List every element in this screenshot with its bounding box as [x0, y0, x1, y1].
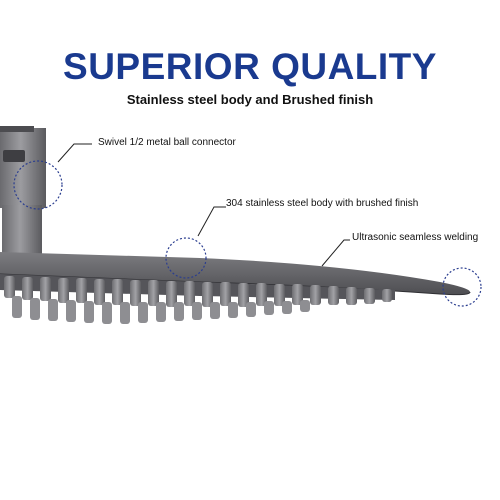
ball-connector	[0, 126, 46, 255]
page-subtitle: Stainless steel body and Brushed finish	[126, 92, 374, 107]
leader-lines	[57, 143, 350, 267]
shower-plate	[0, 252, 470, 295]
highlight-circles	[13, 160, 482, 307]
nozzle-face	[0, 274, 395, 324]
callout-seamless-welding: Ultrasonic seamless welding	[352, 232, 479, 243]
callout-steel-body: 304 stainless steel body with brushed fi…	[226, 198, 419, 209]
page-title: SUPERIOR QUALITY	[63, 46, 437, 87]
callout-ball-connector: Swivel 1/2 metal ball connector	[98, 137, 236, 148]
